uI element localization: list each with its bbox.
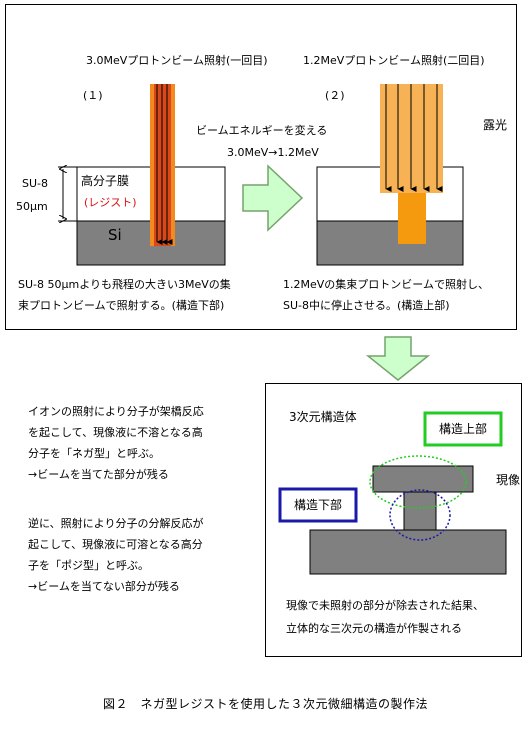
step-2-description-line-2: SU-8中に停止させる。(構造上部) xyxy=(283,299,450,312)
nega-line-4: →ビームを当てた部分が残る xyxy=(28,468,169,481)
lower-label-box xyxy=(278,487,358,523)
step-2-description-line-1: 1.2MeVの集束プロトンビームで照射し、 xyxy=(283,278,489,291)
su8-label: SU-8 xyxy=(22,177,49,190)
down-arrow xyxy=(365,336,431,381)
structure-base xyxy=(309,529,507,575)
posi-line-3: 子を「ポジ型」と呼ぶ。 xyxy=(28,559,149,572)
step-1-description-line-1: SU-8 50μmよりも飛程の大きい3MeVの集 xyxy=(18,278,231,291)
top-panel xyxy=(5,4,517,330)
thickness-label: 50μm xyxy=(16,200,48,213)
step-1-description-line-2: 束プロトンビームで照射する。(構造下部) xyxy=(18,299,225,312)
structure-title: 3次元構造体 xyxy=(289,410,357,424)
develop-label: 現像 xyxy=(496,473,521,487)
posi-explanation: 逆に、照射により分子の分解反応が 起こして、現像液に可溶となる高分 子を「ポジ型… xyxy=(28,513,203,597)
upper-highlight-ellipse xyxy=(369,455,467,509)
polymer-label: 高分子膜 xyxy=(81,174,130,188)
posi-line-4: →ビームを当てない部分が残る xyxy=(28,580,180,593)
lower-structure-label: 構造下部 xyxy=(293,498,342,512)
bottom-panel xyxy=(265,383,522,657)
energy-change-label: ビームエネルギーを変える xyxy=(196,124,328,137)
si-label: Si xyxy=(108,226,122,244)
transition-arrow xyxy=(242,164,304,232)
nega-explanation: イオンの照射により分子が架橋反応 を起こして、現像液に不溶となる高 分子を「ネガ… xyxy=(28,401,204,485)
beam-1-label: 3.0MeVプロトンビーム照射(一回目) xyxy=(86,54,268,67)
result-line-2: 立体的な三次元の構造が作製される xyxy=(286,622,462,635)
structure-pillar xyxy=(403,491,437,531)
step-1-number: (１) xyxy=(83,89,103,102)
resist-label: (レジスト) xyxy=(84,196,137,209)
lower-structure-deposit xyxy=(398,193,426,244)
nega-line-2: を起こして、現像液に不溶となる高 xyxy=(28,426,203,439)
beam-2-label: 1.2MeVプロトンビーム照射(二回目) xyxy=(303,54,485,67)
upper-label-box xyxy=(423,411,503,447)
figure-caption: 図２ ネガ型レジストを使用した３次元微細構造の製作法 xyxy=(102,697,428,711)
posi-line-2: 起こして、現像液に可溶となる高分 xyxy=(28,538,203,551)
lower-highlight-ellipse xyxy=(389,489,451,541)
energy-change-value: 3.0MeV→1.2MeV xyxy=(227,146,319,159)
nega-line-3: 分子を「ネガ型」と呼ぶ。 xyxy=(28,447,160,460)
step-2-number: (２) xyxy=(325,89,345,102)
exposure-label: 露光 xyxy=(483,118,508,132)
upper-structure-label: 構造上部 xyxy=(438,422,487,436)
result-line-1: 現像で未照射の部分が除去された結果、 xyxy=(286,599,484,612)
posi-line-1: 逆に、照射により分子の分解反応が xyxy=(28,517,204,530)
nega-line-1: イオンの照射により分子が架橋反応 xyxy=(28,405,204,418)
substrate-2 xyxy=(316,220,464,266)
structure-top xyxy=(372,465,474,493)
